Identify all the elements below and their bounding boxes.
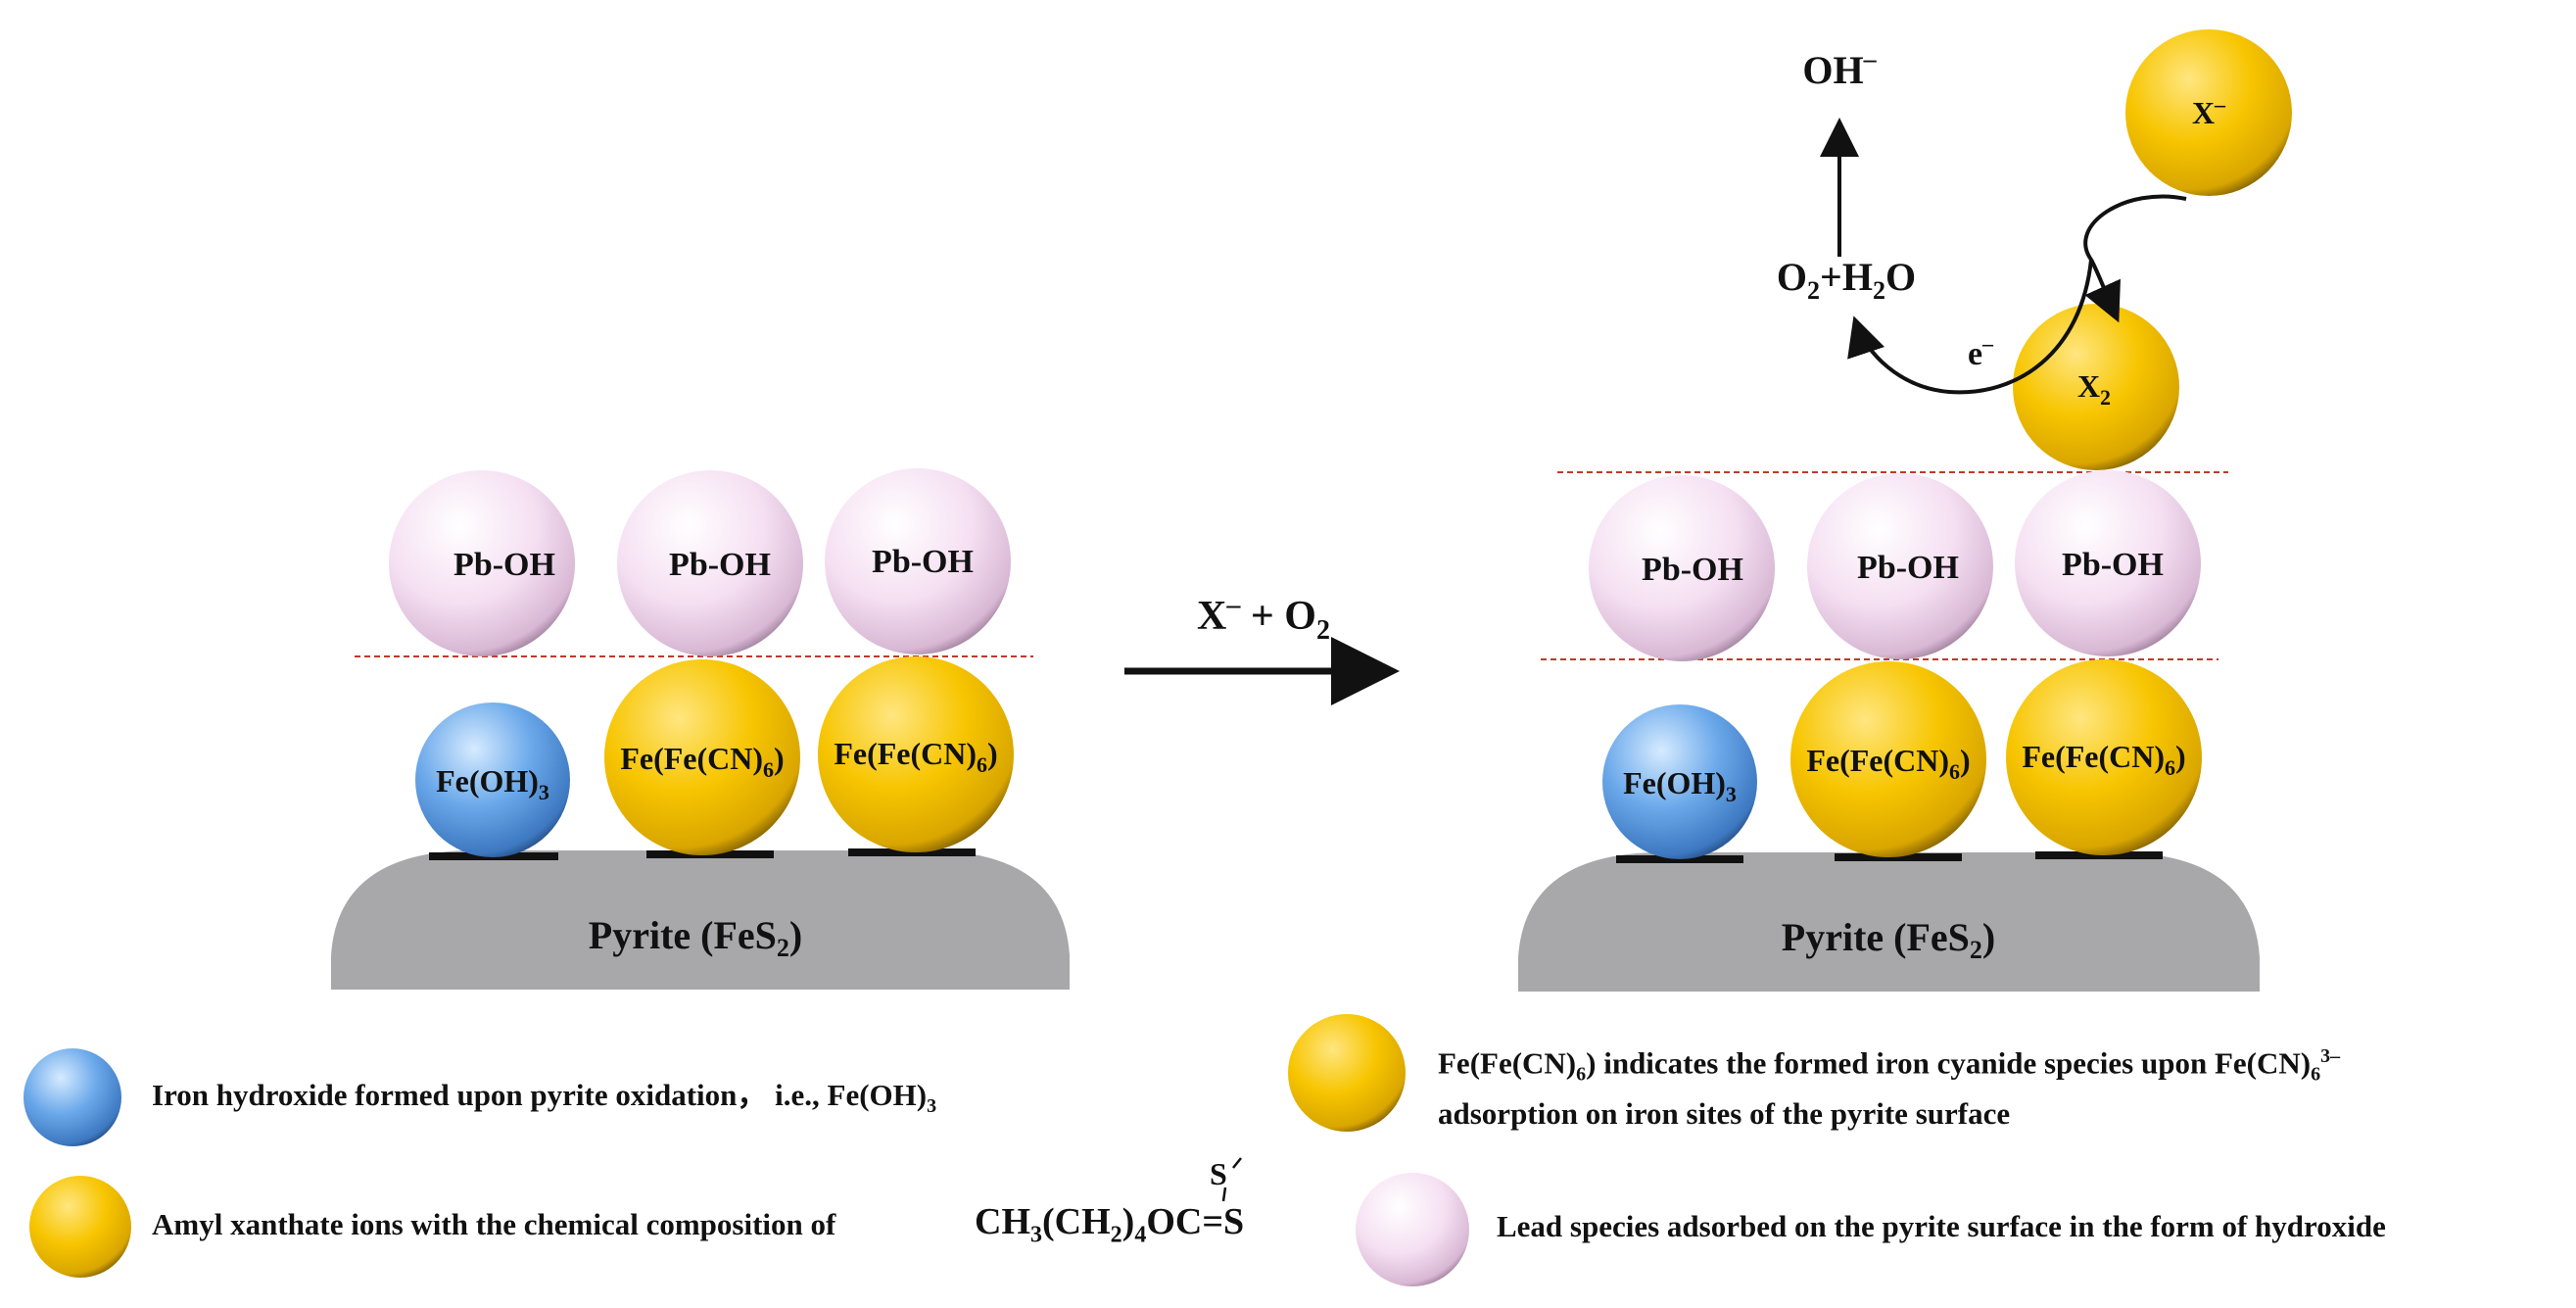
svg-text:Pb-OH: Pb-OH — [872, 544, 974, 580]
pb-oh-sphere: Pb-OH — [617, 470, 803, 656]
fe-fe-cn6-sphere: Fe(Fe(CN)6) — [2006, 659, 2202, 855]
legend-xanthate: Amyl xanthate ions with the chemical com… — [152, 1207, 836, 1241]
svg-text:Pb-OH: Pb-OH — [669, 547, 771, 583]
oxygen-reduction-arrow — [1847, 259, 2093, 395]
pb-oh-sphere: Pb-OH — [1807, 473, 1993, 659]
electron-transfer-arrow — [2083, 194, 2187, 323]
xanthate-formula: CH3(CH2)4OC=S — [975, 1201, 1245, 1248]
adsorption-site — [2035, 851, 2163, 859]
svg-text:Pb-OH: Pb-OH — [1857, 550, 1959, 586]
fe-oh3-sphere: Fe(OH)3 — [1602, 704, 1757, 859]
svg-text:Fe(OH)3: Fe(OH)3 — [436, 763, 549, 804]
pb-oh-sphere: Pb-OH — [825, 468, 1011, 654]
legend-pink-sphere-icon — [1356, 1173, 1469, 1286]
svg-text:Pb-OH: Pb-OH — [453, 547, 555, 583]
xanthate-bond-mark — [1221, 1157, 1242, 1202]
legend-gold-small-sphere-icon — [29, 1176, 131, 1278]
legend-blue-sphere-icon — [24, 1048, 121, 1146]
svg-text:Fe(Fe(CN)6): Fe(Fe(CN)6) — [834, 736, 997, 777]
pb-oh-sphere: Pb-OH — [389, 470, 575, 656]
pyrite-surface-right — [1518, 852, 2260, 992]
legend-iron-cyanide: Fe(Fe(CN)6) indicates the formed iron cy… — [1438, 1045, 2341, 1131]
pyrite-label-left: Pyrite (FeS2) — [589, 913, 802, 962]
legend-lead: Lead species adsorbed on the pyrite surf… — [1497, 1209, 2386, 1243]
reaction-arrow: X– + O2 — [1124, 590, 1400, 705]
xanthate-ion-sphere: X– — [2125, 29, 2292, 196]
oxygen-water-label: O2+H2O — [1777, 255, 1916, 305]
dixanthogen-sphere: X2 — [2013, 304, 2179, 470]
fe-fe-cn6-sphere: Fe(Fe(CN)6) — [818, 656, 1014, 852]
svg-text:Fe(Fe(CN)6): Fe(Fe(CN)6) — [1806, 743, 1970, 784]
svg-text:X–: X– — [2192, 92, 2226, 130]
hydroxide-label: OH– — [1802, 45, 1877, 92]
left-panel: Pyrite (FeS2) Pb-OH Pb-OH Pb-OH Fe(OH)3 … — [331, 468, 1070, 990]
pyrite-surface-left — [331, 850, 1070, 990]
pb-oh-sphere: Pb-OH — [1589, 475, 1775, 661]
adsorption-site — [848, 848, 976, 856]
svg-text:Fe(Fe(CN)6): Fe(Fe(CN)6) — [620, 741, 784, 782]
fe-fe-cn6-sphere: Fe(Fe(CN)6) — [604, 659, 800, 855]
svg-text:Fe(Fe(CN)6): Fe(Fe(CN)6) — [2022, 739, 2185, 780]
pb-oh-sphere: Pb-OH — [2015, 470, 2201, 656]
reaction-arrow-label: X– + O2 — [1197, 590, 1330, 646]
right-panel: Pyrite (FeS2) Pb-OH Pb-OH Pb-OH Fe(OH)3 … — [1518, 29, 2292, 992]
svg-text:Pb-OH: Pb-OH — [1642, 552, 1743, 588]
adsorption-site — [1835, 853, 1962, 861]
legend-iron-hydroxide: Iron hydroxide formed upon pyrite oxidat… — [152, 1078, 937, 1118]
svg-text:X2: X2 — [2077, 368, 2111, 410]
electron-label: e– — [1968, 331, 1994, 372]
fe-oh3-sphere: Fe(OH)3 — [415, 702, 570, 857]
pyrite-label-right: Pyrite (FeS2) — [1782, 915, 1995, 964]
fe-fe-cn6-sphere: Fe(Fe(CN)6) — [1790, 661, 1986, 857]
legend-gold-sphere-icon — [1288, 1014, 1406, 1132]
svg-text:Pb-OH: Pb-OH — [2062, 547, 2164, 583]
svg-text:Fe(OH)3: Fe(OH)3 — [1623, 765, 1737, 806]
xanthate-formula-sulfur: S — [1210, 1156, 1227, 1191]
